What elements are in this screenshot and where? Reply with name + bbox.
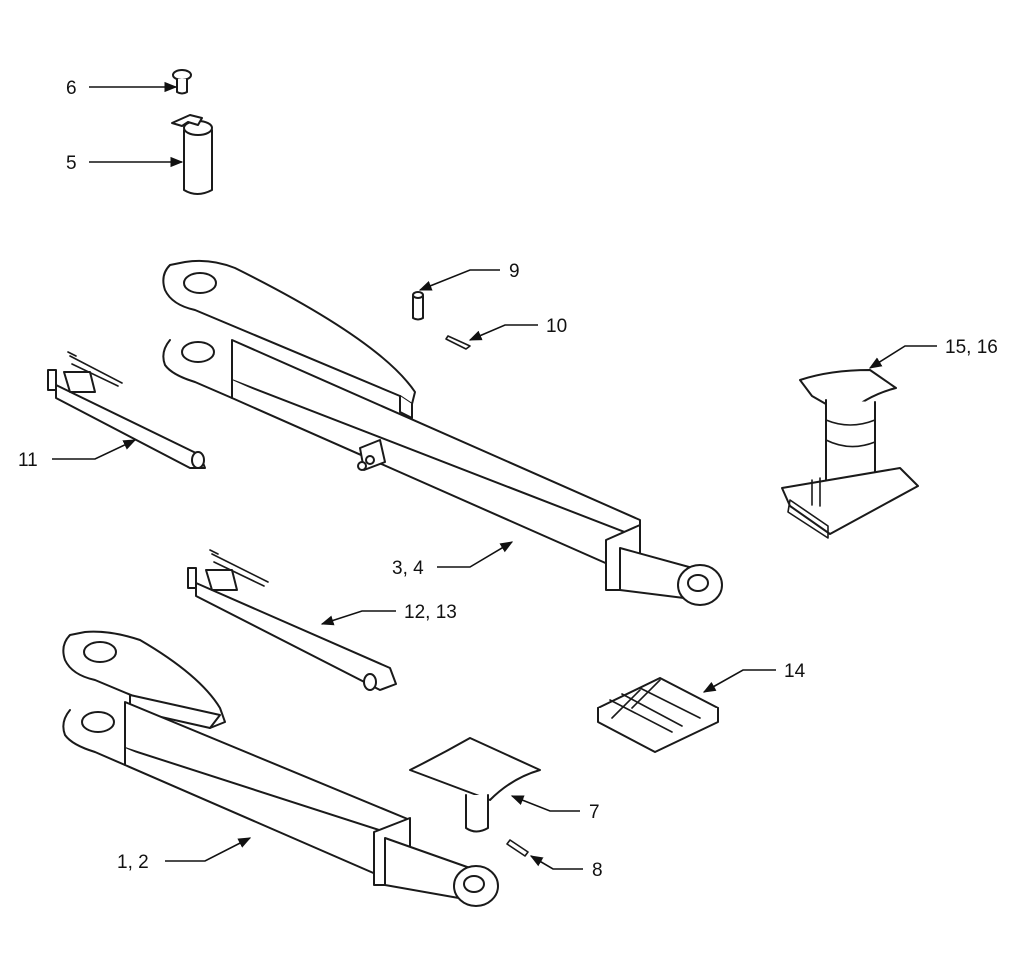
part-1-2-lower-arm [62, 630, 499, 907]
callout-8: 8 [592, 860, 603, 881]
callout-3-4: 3, 4 [392, 558, 424, 579]
callout-6: 6 [66, 78, 77, 99]
leader-7 [510, 795, 580, 812]
part-6-screw [172, 69, 192, 95]
leader-1-2 [165, 837, 252, 862]
callout-5: 5 [66, 153, 77, 174]
callout-7: 7 [589, 802, 600, 823]
callout-15-16: 15, 16 [945, 337, 998, 358]
callout-11: 11 [18, 450, 38, 471]
part-15-16-stand [781, 369, 919, 539]
leader-8 [529, 855, 583, 870]
leader-11 [52, 439, 137, 460]
callout-12-13: 12, 13 [404, 602, 457, 623]
part-8-roll-pin [506, 839, 529, 857]
leader-14 [702, 669, 776, 693]
leader-10 [468, 324, 538, 341]
leader-lines [52, 81, 937, 870]
callout-labels: 6 5 9 10 15, 16 11 3, 4 12, 13 14 7 8 1,… [18, 78, 998, 881]
leader-15-16 [868, 345, 937, 369]
callout-14: 14 [784, 661, 806, 682]
leader-9 [418, 269, 500, 291]
part-9-pin [412, 291, 424, 321]
leader-3-4 [437, 541, 514, 568]
part-12-13-bar [187, 549, 397, 691]
part-3-4-upper-arm [162, 259, 723, 606]
leader-12-13 [320, 610, 396, 626]
part-5-pin [171, 114, 213, 195]
part-14-pad [597, 677, 719, 753]
callout-10: 10 [546, 316, 567, 337]
part-11-bar [47, 351, 206, 469]
part-7-saddle [409, 737, 541, 833]
callout-9: 9 [509, 261, 520, 282]
part-10-cotter-pin [445, 335, 471, 350]
callout-1-2: 1, 2 [117, 852, 149, 873]
